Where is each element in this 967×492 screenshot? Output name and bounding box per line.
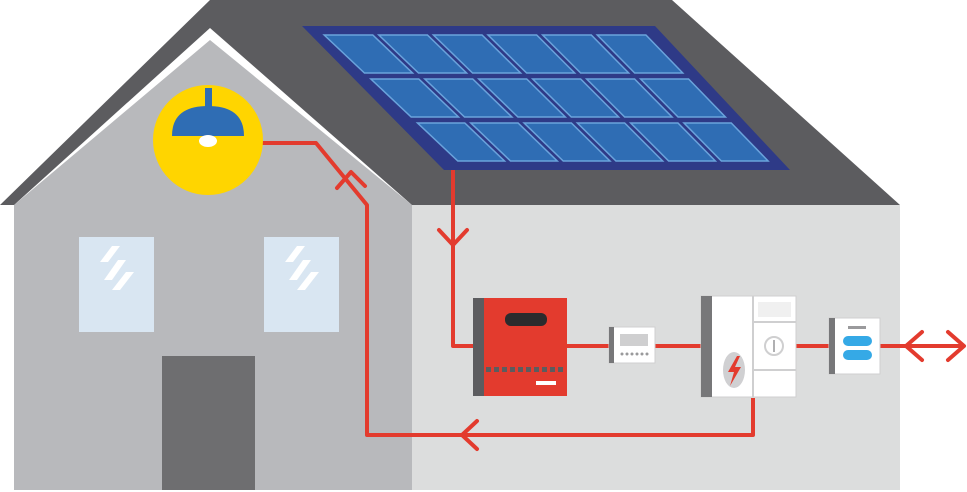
inverter-vent	[558, 367, 563, 372]
grid-meter-display-bottom	[843, 350, 872, 360]
inverter-display	[505, 313, 547, 326]
double-arrow-icon-right	[946, 330, 966, 362]
meter-icon	[608, 326, 656, 364]
grid-meter-display-top	[843, 336, 872, 346]
solar-cell	[628, 122, 718, 162]
meter-dot	[635, 352, 639, 356]
lamp-bulb	[199, 135, 217, 147]
solar-cell	[595, 34, 685, 74]
distribution-board	[700, 295, 797, 398]
meter-dot	[630, 352, 634, 356]
solar-cell	[638, 78, 728, 118]
inverter-vent	[542, 367, 547, 372]
meter-icon-grid	[828, 317, 881, 375]
solar-cell	[376, 34, 469, 74]
solar-cell	[584, 78, 674, 118]
solar-cell	[431, 34, 523, 74]
solar-cell	[682, 122, 770, 162]
solar-cell	[540, 34, 631, 74]
meter-dot	[625, 352, 629, 356]
solar-cell	[575, 122, 665, 162]
lamp-shade	[172, 106, 244, 136]
inverter-vent	[518, 367, 523, 372]
lightning-bolt-icon	[723, 352, 745, 388]
inverter-vent	[550, 367, 555, 372]
inverter-vent	[526, 367, 531, 372]
house-front-wall	[14, 40, 412, 490]
inverter-vent	[510, 367, 515, 372]
solar-cell	[322, 34, 415, 74]
wire-panel-to-inverter	[451, 170, 476, 348]
inverter-vent	[494, 367, 499, 372]
solar-cell	[530, 78, 621, 118]
wire-board-to-lamp	[262, 141, 755, 437]
meter-dot	[640, 352, 644, 356]
inverter-vent	[502, 367, 507, 372]
solar-cell	[476, 78, 568, 118]
solar-cell	[468, 122, 560, 162]
front-door	[162, 356, 255, 490]
solar-cell	[422, 78, 514, 118]
inverter-vent	[534, 367, 539, 372]
window-right	[264, 237, 339, 332]
inverter-vents	[486, 367, 563, 372]
inverter-icon	[473, 298, 567, 396]
meter-dot	[620, 352, 624, 356]
arrow-down-icon	[437, 228, 469, 247]
double-arrow-icon	[904, 330, 924, 362]
meter-dot	[645, 352, 649, 356]
solar-cell	[486, 34, 577, 74]
solar-cell	[368, 78, 461, 118]
window-left	[79, 237, 154, 332]
solar-panel-icon	[302, 26, 790, 170]
solar-cell	[415, 122, 507, 162]
solar-cell	[522, 122, 612, 162]
meter-dots	[620, 352, 649, 356]
solar-cells	[322, 34, 770, 162]
lamp-icon	[153, 85, 263, 195]
arrow-left-icon	[460, 419, 479, 451]
flow-arrows	[335, 170, 966, 451]
arrow-up-icon	[335, 170, 367, 190]
meter-display	[620, 334, 648, 346]
inverter-vent	[486, 367, 491, 372]
wires	[262, 141, 962, 437]
